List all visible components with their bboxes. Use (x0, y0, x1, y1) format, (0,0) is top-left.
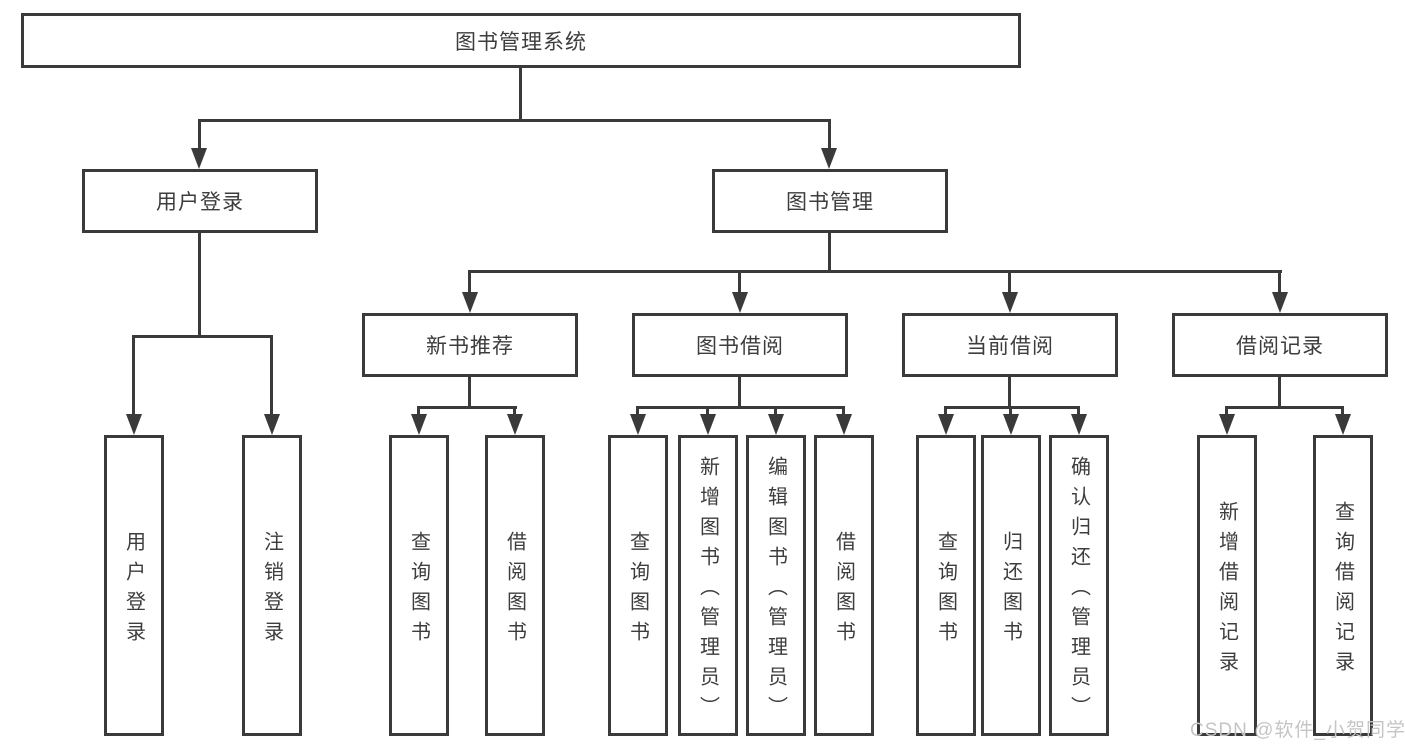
node-library-system-root: 图书管理系统 (21, 13, 1021, 68)
leaf-query-books-borrowing: 查询图书 (608, 435, 668, 736)
connector-root-trunk (519, 66, 522, 121)
leaf-add-borrow-record: 新增借阅记录 (1197, 435, 1257, 736)
node-label: 新增借阅记录 (1215, 500, 1238, 681)
arrow-down-icon (507, 414, 523, 435)
arrow-down-icon (1002, 292, 1018, 313)
node-user-login: 用户登录 (82, 169, 318, 233)
connector-stem (828, 121, 831, 151)
connector-stem (636, 408, 639, 418)
arrow-down-icon (1071, 414, 1087, 435)
connector-user-trunk (198, 231, 201, 337)
arrow-down-icon (732, 292, 748, 313)
connector-stem (198, 121, 201, 151)
leaf-query-books-recommend: 查询图书 (389, 435, 449, 736)
node-label: 当前借阅 (966, 335, 1054, 358)
node-label: 用户登录 (122, 530, 145, 651)
node-label: 借阅图书 (503, 530, 526, 651)
connector-stem (270, 337, 273, 417)
leaf-user-login: 用户登录 (104, 435, 164, 736)
connector-group-trunk (738, 375, 741, 408)
connector-group-bar (1225, 406, 1344, 409)
connector-stem (842, 408, 845, 418)
connector-stem (1077, 408, 1080, 418)
connector-stem (513, 408, 516, 418)
connector-stem (1009, 408, 1012, 418)
connector-group-trunk (1278, 375, 1281, 408)
node-label: 归还图书 (999, 530, 1022, 651)
csdn-watermark: CSDN @软件_小贺同学 (1190, 720, 1405, 741)
arrow-down-icon (630, 414, 646, 435)
arrow-down-icon (264, 414, 280, 435)
arrow-down-icon (768, 414, 784, 435)
node-current-borrowing: 当前借阅 (902, 313, 1118, 377)
arrow-down-icon (1003, 414, 1019, 435)
connector-stem (468, 272, 471, 296)
arrow-down-icon (1272, 292, 1288, 313)
leaf-edit-books-admin: 编辑图书（管理员） (746, 435, 806, 736)
node-book-borrowing: 图书借阅 (632, 313, 848, 377)
connector-stem (738, 272, 741, 296)
node-label: 查询图书 (626, 530, 649, 651)
connector-stem (417, 408, 420, 418)
arrow-down-icon (700, 414, 716, 435)
connector-level3-bar (468, 270, 1282, 273)
node-label: 借阅图书 (832, 530, 855, 651)
connector-book-trunk (828, 231, 831, 272)
connector-stem (1225, 408, 1228, 418)
connector-stem (132, 337, 135, 417)
connector-group-trunk (1008, 375, 1011, 408)
leaf-borrow-books-borrowing: 借阅图书 (814, 435, 874, 736)
node-label: 新增图书（管理员） (696, 455, 719, 726)
leaf-borrow-books-recommend: 借阅图书 (485, 435, 545, 736)
node-label: 图书管理系统 (455, 30, 587, 54)
connector-user-bar (132, 335, 273, 338)
arrow-down-icon (411, 414, 427, 435)
node-label: 查询图书 (407, 530, 430, 651)
arrow-down-icon (938, 414, 954, 435)
node-label: 编辑图书（管理员） (764, 455, 787, 726)
leaf-query-books-current: 查询图书 (916, 435, 976, 736)
connector-group-bar (417, 406, 517, 409)
connector-stem (1341, 408, 1344, 418)
node-label: 新书推荐 (426, 335, 514, 358)
node-label: 用户登录 (156, 191, 244, 214)
leaf-confirm-return-admin: 确认归还（管理员） (1049, 435, 1109, 736)
arrow-down-icon (1335, 414, 1351, 435)
connector-stem (706, 408, 709, 418)
arrow-down-icon (836, 414, 852, 435)
node-label: 查询图书 (934, 530, 957, 651)
arrow-down-icon (462, 292, 478, 313)
node-label: 查询借阅记录 (1331, 500, 1354, 681)
node-label: 注销登录 (260, 530, 283, 651)
arrow-down-icon (821, 148, 837, 169)
leaf-return-books: 归还图书 (981, 435, 1041, 736)
connector-group-trunk (468, 375, 471, 408)
connector-stem (1278, 272, 1281, 296)
node-new-book-recommendation: 新书推荐 (362, 313, 578, 377)
node-label: 借阅记录 (1236, 335, 1324, 358)
arrow-down-icon (126, 414, 142, 435)
connector-level2-bar (198, 119, 831, 122)
leaf-logout-login: 注销登录 (242, 435, 302, 736)
connector-group-bar (944, 406, 1080, 409)
node-borrowing-records: 借阅记录 (1172, 313, 1388, 377)
node-label: 图书管理 (786, 191, 874, 214)
connector-stem (944, 408, 947, 418)
leaf-add-books-admin: 新增图书（管理员） (678, 435, 738, 736)
node-label: 图书借阅 (696, 335, 784, 358)
connector-group-bar (636, 406, 845, 409)
arrow-down-icon (191, 148, 207, 169)
connector-stem (1008, 272, 1011, 296)
arrow-down-icon (1219, 414, 1235, 435)
node-book-management: 图书管理 (712, 169, 948, 233)
node-label: 确认归还（管理员） (1067, 455, 1090, 726)
leaf-query-borrow-record: 查询借阅记录 (1313, 435, 1373, 736)
connector-stem (774, 408, 777, 418)
